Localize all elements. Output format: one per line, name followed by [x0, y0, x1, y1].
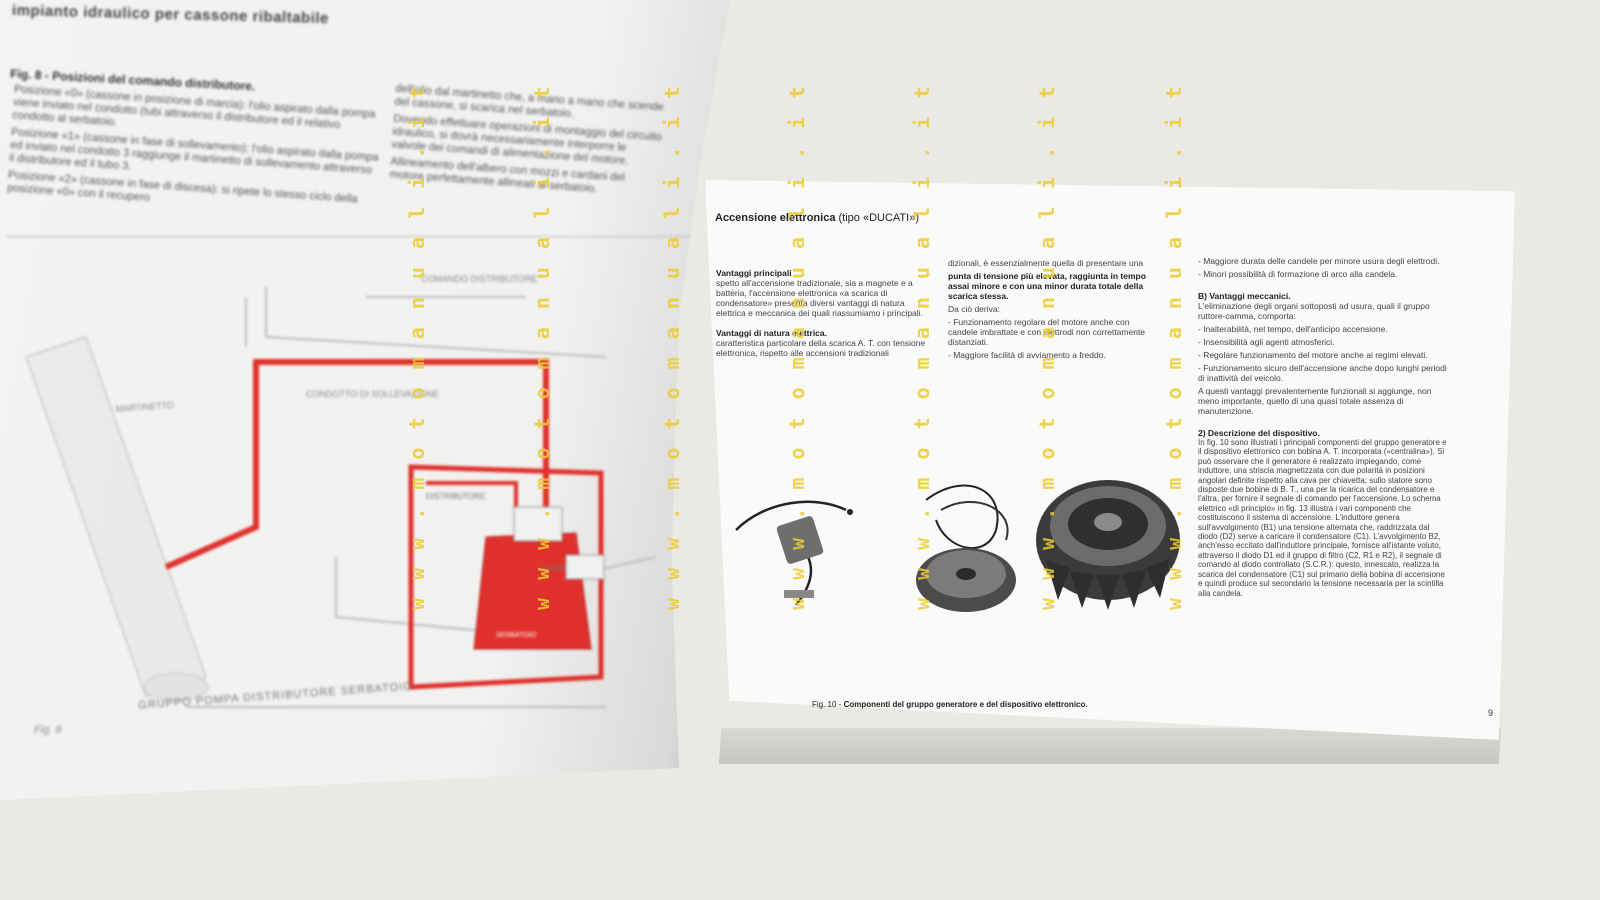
- list-item: - Funzionamento sicuro dell'accensione a…: [1198, 363, 1447, 383]
- paragraph: L'eliminazione degli organi sottoposti a…: [1198, 301, 1430, 321]
- watermark-text: w w w . m o t o m a n u a l i . i t: [910, 83, 934, 610]
- list-item: - Funzionamento regolare del motore anch…: [948, 317, 1146, 347]
- right-page-title: Accensione elettronica (tipo «DUCATI»): [715, 212, 919, 224]
- heading-vantaggi-elettrici: Vantaggi di natura elettrica.: [716, 328, 828, 338]
- list-item: - Maggiore durata delle candele per mino…: [1198, 256, 1440, 266]
- label-serbatoio: SERBATOIO: [496, 632, 537, 639]
- paragraph: dizionali, è essenzialmente quella di pr…: [948, 258, 1144, 268]
- heading-vantaggi-principali: Vantaggi principali: [716, 268, 792, 278]
- distributore-box: [408, 464, 604, 690]
- label-distributore: DISTRIBUTORE: [426, 492, 485, 501]
- right-column-3: - Maggiore durata delle candele per mino…: [1198, 256, 1448, 601]
- list-item: - Minori possibilità di formazione di ar…: [1198, 269, 1398, 279]
- watermark-text: w w w . m o t o m a n u a l i . i t: [405, 83, 429, 610]
- list-item: - Insensibilità agli agenti atmosferici.: [1198, 337, 1335, 347]
- watermark-text: w w w . m o t o m a n u a l i . i t: [530, 83, 554, 610]
- watermark-text: w w w . m o t o m a n u a l i . i t: [1162, 83, 1186, 610]
- list-item: - Maggiore facilità di avviamento a fred…: [948, 350, 1106, 360]
- list-item: - Regolare funzionamento del motore anch…: [1198, 350, 1428, 360]
- watermark-text: w w w . m o t o m a n u a l i . i t: [1035, 83, 1059, 610]
- component-photos: [735, 480, 1180, 612]
- right-page: [705, 180, 1515, 740]
- label-condotto: CONDOTTO DI SOLLEVAZIONE: [306, 389, 439, 399]
- right-column-2: dizionali, è essenzialmente quella di pr…: [948, 258, 1158, 363]
- heading-vantaggi-meccanici: B) Vantaggi meccanici.: [1198, 291, 1291, 301]
- left-fig-label: Fig. 8: [34, 724, 62, 736]
- fig-caption-prefix: Fig. 10 -: [812, 700, 842, 709]
- figure-10-caption: Fig. 10 - Componenti del gruppo generato…: [812, 700, 1088, 709]
- left-page-header: impianto idraulico per cassone ribaltabi…: [11, 1, 330, 28]
- left-column-2: dell'olio dal martinetto che, a mano a m…: [389, 83, 666, 205]
- serbatoio-tank: [473, 506, 605, 650]
- label-martinetto: MARTINETTO: [115, 400, 174, 414]
- label-pompa: POMPA: [541, 566, 566, 573]
- paragraph: caratteristica particolare della scarica…: [716, 338, 926, 358]
- page-number: 9: [1488, 708, 1494, 718]
- watermark-text: w w w . m o t o m a n u a l i . i t: [785, 83, 809, 610]
- left-column-1: Posizione «0» (cassone in posizione di m…: [6, 83, 383, 225]
- watermark-text: w w w . m o t o m a n u a l i . i t: [660, 83, 684, 610]
- paragraph: spetto all'accensione tradizionale, sia …: [716, 278, 923, 318]
- list-item: - Inalterabilità, nel tempo, dell'antici…: [1198, 324, 1388, 334]
- section-title: Accensione elettronica: [715, 212, 836, 224]
- right-column-1: Vantaggi principali spetto all'accension…: [716, 262, 926, 361]
- martinetto-cylinder: [25, 336, 209, 702]
- paragraph: In fig. 10 sono illustrati i principali …: [1198, 438, 1447, 598]
- rotore-volano: [1036, 480, 1180, 610]
- paragraph: Da ciò deriva:: [948, 304, 1000, 314]
- paragraph: A questi vantaggi prevalentemente funzio…: [1198, 386, 1432, 416]
- statore-unit: [916, 484, 1016, 612]
- hydraulic-diagram: MARTINETTO CONDOTTO DI SOLLEVAZIONE COMA…: [6, 236, 696, 708]
- label-comando: COMANDO DISTRIBUTORE: [421, 274, 537, 284]
- heading-descrizione: 2) Descrizione del dispositivo.: [1198, 428, 1320, 438]
- left-page: impianto idraulico per cassone ribaltabi…: [0, 0, 730, 800]
- fig-caption-text: Componenti del gruppo generatore e del d…: [843, 700, 1088, 709]
- section-title-suffix: (tipo «DUCATI»): [838, 212, 919, 224]
- centralina-unit: [735, 500, 853, 606]
- bold-paragraph: punta di tensione più elevata, raggiunta…: [948, 271, 1146, 301]
